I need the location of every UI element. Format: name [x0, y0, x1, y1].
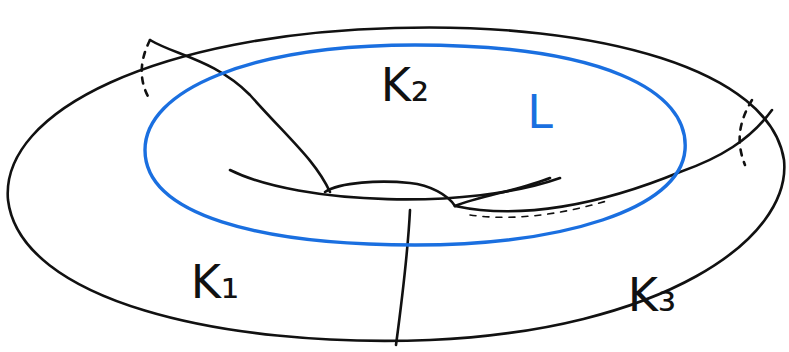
hole-lower-rim: [325, 182, 455, 206]
loop-curve: [145, 45, 685, 245]
region-label: K₁: [191, 259, 240, 305]
hole-upper-rim: [230, 170, 560, 199]
region-boundary-hidden: [740, 100, 752, 165]
region-label: K₃: [628, 272, 677, 318]
region-boundary: [396, 210, 410, 345]
hidden-curve: [470, 200, 610, 217]
region-label: K₂: [381, 62, 430, 108]
region-boundary-hidden: [142, 40, 150, 100]
torus-outline: [8, 27, 785, 340]
hole-lower-rim: [455, 178, 550, 206]
region-boundary: [150, 40, 330, 192]
region-boundary: [455, 110, 772, 211]
curve-label: L: [527, 89, 553, 135]
